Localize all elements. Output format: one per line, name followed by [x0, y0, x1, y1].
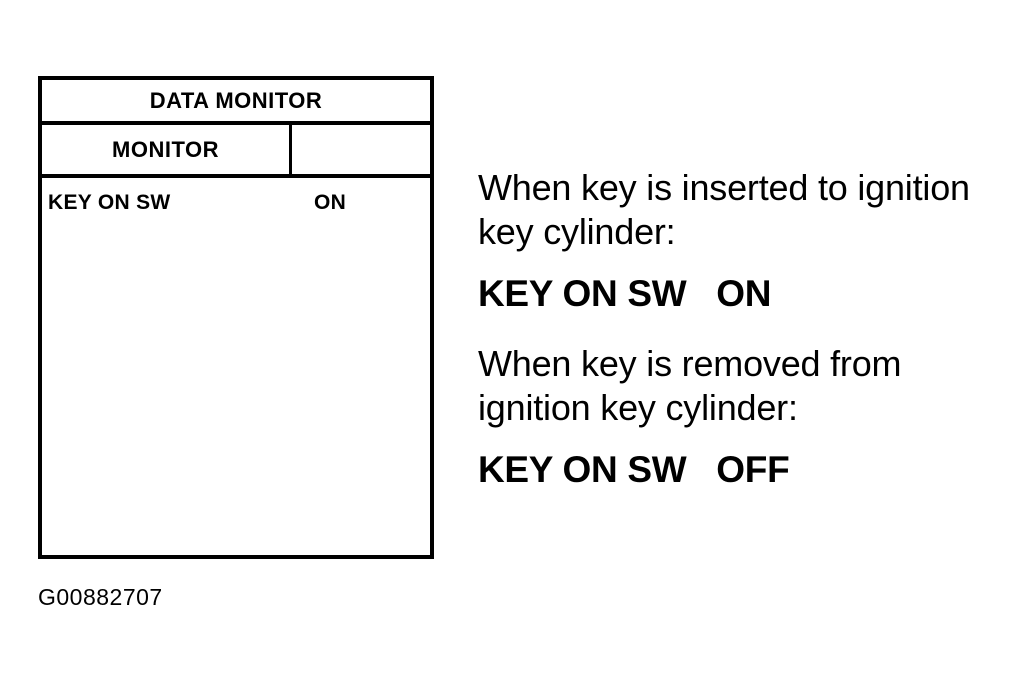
- table-header-monitor-label: MONITOR: [112, 136, 219, 162]
- figure-caption: G00882707: [38, 584, 163, 610]
- note-result-text: KEY ON SW ON: [478, 272, 772, 314]
- monitor-item-name: KEY ON SW: [48, 190, 171, 214]
- table-header-cell-value: [292, 125, 430, 174]
- note-condition-text: When key is inserted to ignition key cyl…: [478, 167, 970, 252]
- table-title-row: DATA MONITOR: [42, 80, 430, 125]
- table-header-row: MONITOR: [42, 125, 430, 178]
- table-row: KEY ON SW ON: [42, 178, 430, 226]
- note-block-key-inserted: When key is inserted to ignition key cyl…: [478, 166, 998, 316]
- note-condition-text: When key is removed from ignition key cy…: [478, 343, 902, 429]
- table-header-cell-monitor: MONITOR: [42, 125, 292, 174]
- notes-panel: When key is inserted to ignition key cyl…: [478, 166, 998, 506]
- note-result-text: KEY ON SW OFF: [478, 449, 790, 491]
- note-block-key-removed: When key is removed from ignition key cy…: [478, 342, 998, 492]
- data-monitor-table: DATA MONITOR MONITOR KEY ON SW ON: [38, 76, 434, 559]
- monitor-item-value: ON: [314, 190, 347, 214]
- data-monitor-title: DATA MONITOR: [149, 87, 323, 113]
